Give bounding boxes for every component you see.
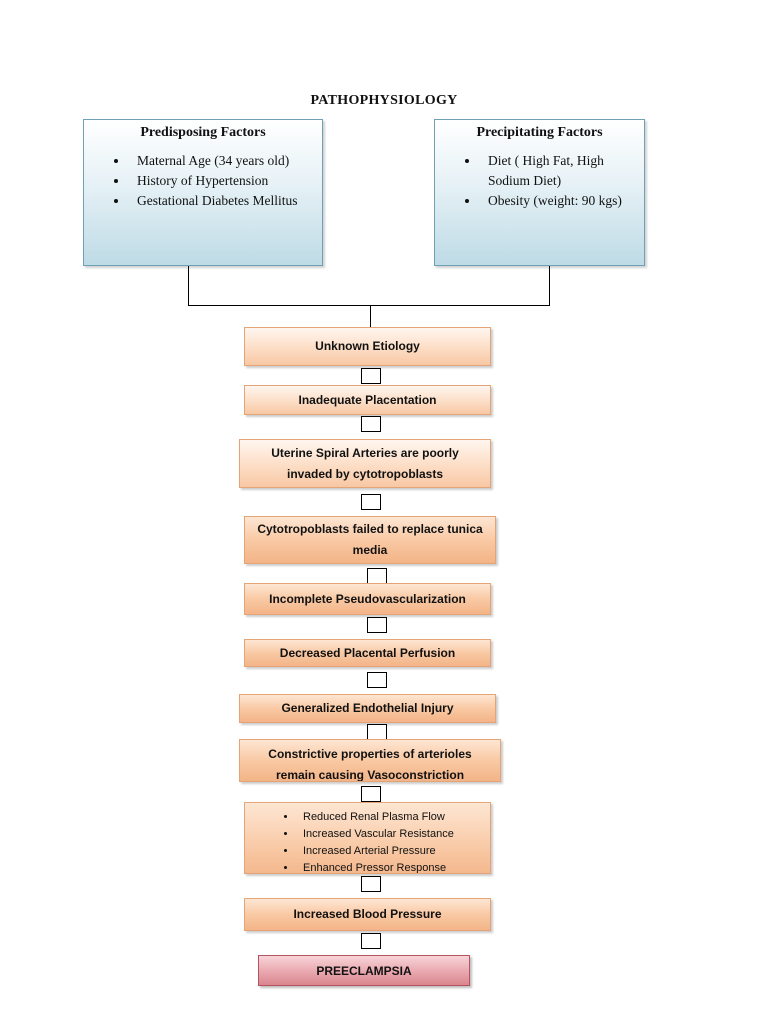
flow-arrow (367, 672, 387, 688)
flow-arrow (367, 617, 387, 633)
effect-item: Increased Vascular Resistance (297, 826, 490, 843)
flow-step-placental-perfusion: Decreased Placental Perfusion (244, 639, 491, 667)
flow-step-unknown-etiology: Unknown Etiology (244, 327, 491, 366)
outcome-preeclampsia: PREECLAMPSIA (258, 955, 470, 986)
effect-item: Increased Arterial Pressure (297, 843, 490, 860)
predisposing-item: History of Hypertension (129, 171, 312, 191)
flow-arrow (361, 933, 381, 949)
flow-step-endothelial-injury: Generalized Endothelial Injury (239, 694, 496, 723)
predisposing-item: Gestational Diabetes Mellitus (129, 191, 312, 211)
flow-step-vasoconstriction: Constrictive properties of arterioles re… (239, 739, 501, 782)
flow-step-pseudovascularization: Incomplete Pseudovascularization (244, 583, 491, 615)
flow-arrow (361, 416, 381, 432)
predisposing-item: Maternal Age (34 years old) (129, 151, 312, 171)
predisposing-factors-box: Predisposing Factors Maternal Age (34 ye… (83, 119, 323, 266)
flow-arrow (361, 368, 381, 384)
flow-arrow (361, 876, 381, 892)
flow-step-inadequate-placentation: Inadequate Placentation (244, 385, 491, 415)
flow-arrow (361, 494, 381, 510)
flow-step-blood-pressure: Increased Blood Pressure (244, 898, 491, 931)
effect-item: Enhanced Pressor Response (297, 860, 490, 873)
predisposing-factors-heading: Predisposing Factors (140, 125, 266, 140)
connector-center-vertical (370, 305, 371, 327)
connector-left-vertical (188, 266, 189, 305)
precipitating-factors-heading: Precipitating Factors (476, 125, 603, 140)
flow-arrow (367, 724, 387, 740)
flow-arrow (361, 786, 381, 802)
flow-step-cytotropoblasts-failed: Cytotropoblasts failed to replace tunica… (244, 516, 496, 564)
page-title: PATHOPHYSIOLOGY (310, 93, 458, 108)
precipitating-item: Diet ( High Fat, High Sodium Diet) (480, 151, 624, 191)
flow-arrow (367, 568, 387, 584)
precipitating-item: Obesity (weight: 90 kgs) (480, 191, 624, 211)
flow-step-spiral-arteries: Uterine Spiral Arteries are poorly invad… (239, 439, 491, 488)
connector-horizontal (188, 305, 550, 306)
effects-box: Reduced Renal Plasma Flow Increased Vasc… (244, 802, 491, 874)
connector-right-vertical (549, 266, 550, 305)
effect-item: Reduced Renal Plasma Flow (297, 809, 490, 826)
precipitating-factors-box: Precipitating Factors Diet ( High Fat, H… (434, 119, 645, 266)
